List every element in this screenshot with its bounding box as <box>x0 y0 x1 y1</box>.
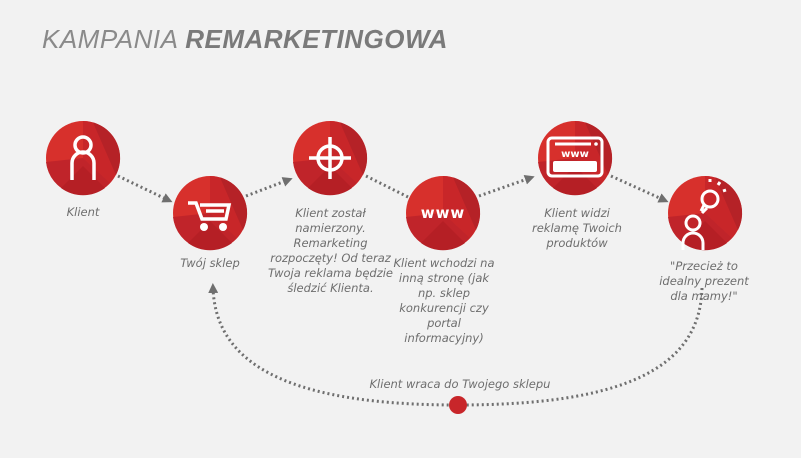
step-idea <box>668 176 743 251</box>
return-loop-label: Klient wraca do Twojego sklepu <box>369 377 551 391</box>
step-sklep <box>173 176 248 251</box>
www-icon: www <box>421 204 466 222</box>
arrow-4 <box>478 174 535 198</box>
arrow-3 <box>365 174 419 203</box>
page-title: KAMPANIA REMARKETINGOWA <box>42 24 448 55</box>
crosshair-icon <box>309 137 351 179</box>
return-loop-dot <box>449 396 467 414</box>
idea-person-icon <box>681 179 727 250</box>
step-ad: www <box>538 121 613 196</box>
step-label-sklep: Twój sklep <box>180 256 240 270</box>
step-target <box>293 121 368 196</box>
title-bold: REMARKETINGOWA <box>185 24 448 54</box>
cart-icon <box>188 201 232 221</box>
svg-text:www: www <box>561 149 589 160</box>
arrow-2 <box>245 177 293 198</box>
person-icon <box>70 135 96 180</box>
arrow-5 <box>610 174 669 203</box>
step-klient <box>46 121 121 196</box>
step-label-idea: "Przecież to idealny prezent dla mamy!" <box>659 259 749 303</box>
step-label-target: Klient został namierzony. Remarketing ro… <box>267 206 394 295</box>
browser-ad-icon: www <box>546 136 604 178</box>
step-label-www: Klient wchodzi na inną stronę (jak np. s… <box>393 256 495 345</box>
step-label-ad: Klient widzi reklamę Twoich produktów <box>532 206 622 250</box>
step-label-klient: Klient <box>66 205 100 219</box>
arrow-1 <box>117 174 173 203</box>
title-light: KAMPANIA <box>42 24 186 54</box>
step-www: www <box>406 176 481 251</box>
